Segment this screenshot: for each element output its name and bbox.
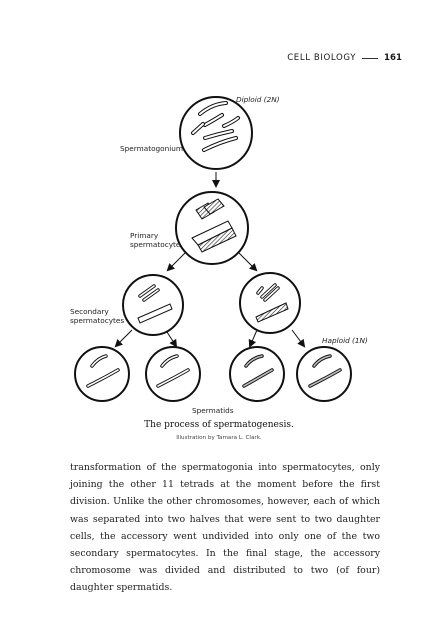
primary-spermatocyte-cell: [175, 191, 249, 265]
label-haploid: Haploid (1N): [322, 336, 368, 345]
running-head-title: CELL BIOLOGY: [287, 53, 357, 63]
label-spermatids: Spermatids: [192, 406, 234, 415]
label-primary-spermatocyte: Primary spermatocyte: [130, 231, 180, 250]
label-secondary-line2: spermatocytes: [70, 316, 125, 326]
spermatogonium-cell: [179, 96, 253, 170]
label-secondary-spermatocytes: Secondary spermatocytes: [70, 307, 124, 326]
arrow-to-spermatid-2: [166, 331, 178, 348]
label-spermatogonium: Spermatogonium: [120, 144, 184, 153]
running-head: CELL BIOLOGY 161: [287, 53, 402, 63]
arrow-to-secondary-right: [237, 251, 258, 272]
secondary-spermatocyte-left: [122, 274, 184, 336]
secondary-spermatocyte-right: [239, 272, 301, 334]
arrow-to-spermatid-3: [248, 329, 258, 348]
spermatid-1: [74, 346, 130, 402]
arrow-to-spermatid-1: [114, 329, 133, 348]
label-primary-line1: Primary: [130, 231, 159, 240]
running-head-rule: [362, 57, 379, 59]
spermatid-3: [229, 346, 285, 402]
spermatid-2: [145, 346, 201, 402]
figure-credit: Illustration by Tamara L. Clark.: [176, 435, 262, 441]
arrow-to-secondary-left: [166, 251, 187, 272]
figure-caption: The process of spermatogenesis.: [144, 420, 294, 430]
spermatid-4: [296, 346, 352, 402]
spermatogenesis-diagram: [74, 96, 352, 402]
arrow-to-spermatid-4: [291, 329, 306, 348]
label-diploid: Diploid (2N): [236, 95, 280, 104]
label-primary-line2: spermatocyte: [130, 240, 181, 250]
body-paragraph: transformation of the spermatogonia into…: [70, 462, 380, 594]
page-number: 161: [384, 53, 402, 63]
label-secondary-line1: Secondary: [70, 307, 109, 316]
